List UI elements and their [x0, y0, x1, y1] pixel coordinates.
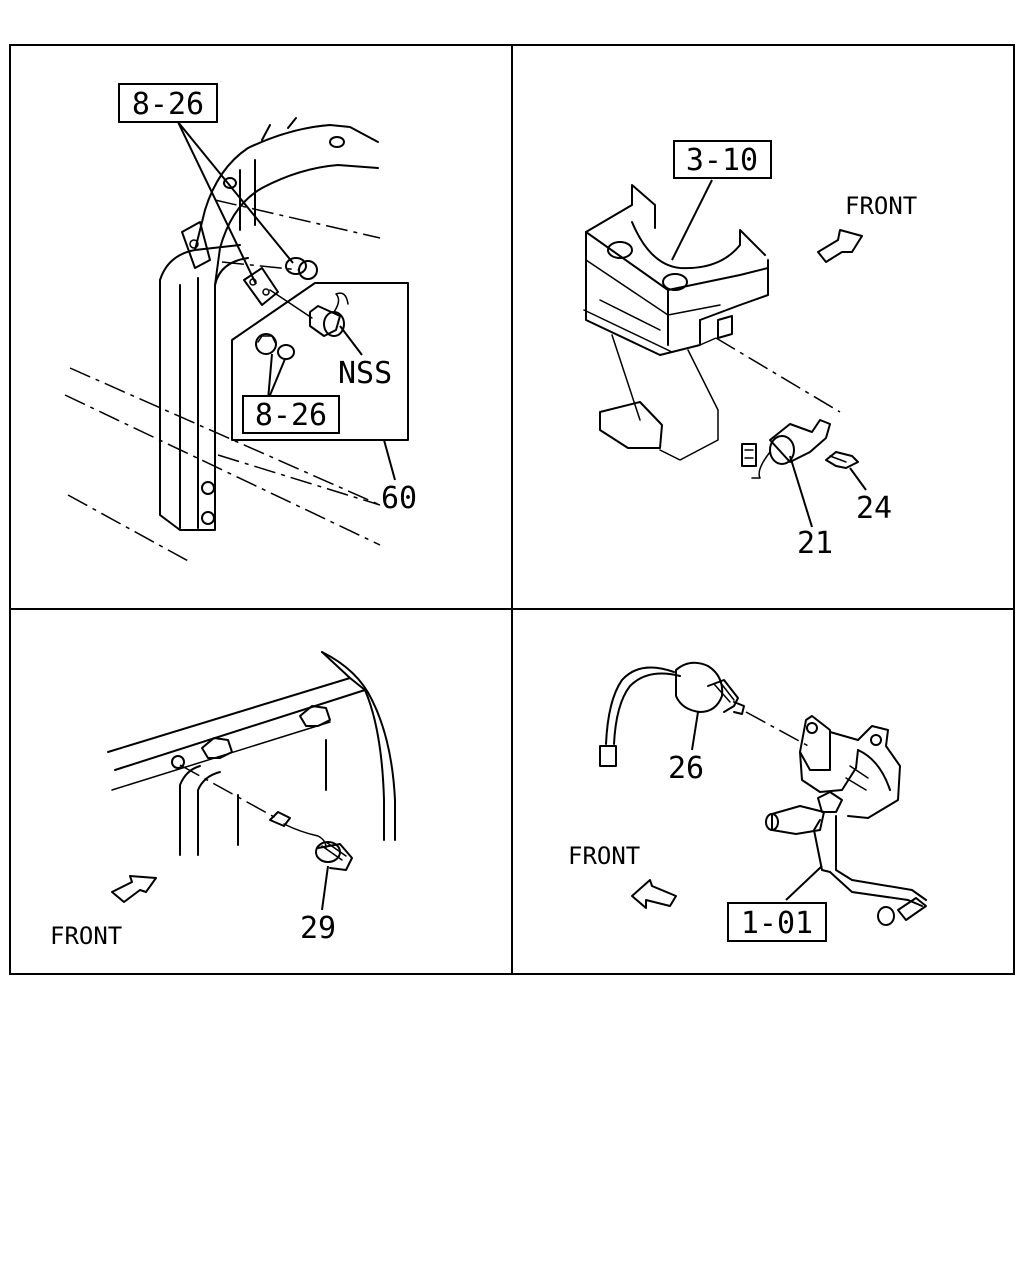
front-label-bottom-right: FRONT [568, 842, 640, 870]
panel-top-left: 8-26 8-26 NSS 60 [64, 83, 417, 563]
callout-box-60 [231, 282, 409, 441]
switch-bracket [221, 261, 301, 306]
cab-structure [107, 651, 396, 856]
front-arrow-bottom-left [111, 875, 157, 903]
diagram-frame [9, 44, 1015, 975]
brake-switch-21 [741, 419, 831, 479]
ref-label-8-26-top: 8-26 [132, 87, 204, 122]
part-label-21: 21 [797, 526, 833, 561]
ref-label-8-26-bottom: 8-26 [255, 398, 327, 433]
leader-lines-top-left [177, 121, 396, 481]
ref-box-8-26-top: 8-26 [118, 83, 218, 123]
part-label-29: 29 [300, 911, 336, 946]
nut-upper [285, 257, 318, 280]
part-label-nss: NSS [338, 356, 392, 391]
panel-bottom-right: 26 FRONT 1-01 [568, 661, 927, 942]
pedal-bracket [583, 184, 769, 461]
sensor-26 [599, 661, 745, 767]
ref-box-1-01: 1-01 [727, 902, 827, 942]
front-label-bottom-left: FRONT [50, 922, 122, 950]
ref-label-3-10: 3-10 [686, 143, 758, 178]
part-label-60: 60 [381, 481, 417, 516]
front-arrow-top-right [817, 229, 863, 263]
nut-lower [255, 333, 295, 360]
ref-box-8-26-bottom: 8-26 [242, 395, 340, 434]
panel-top-right: 3-10 FRONT 21 24 [583, 140, 917, 561]
sensor-29 [269, 811, 353, 871]
ref-box-3-10: 3-10 [673, 140, 772, 179]
part-label-26: 26 [668, 751, 704, 786]
ref-label-1-01: 1-01 [741, 906, 813, 941]
panel-bottom-left: 29 FRONT [50, 651, 396, 950]
front-arrow-bottom-right [631, 879, 677, 909]
part-label-24: 24 [856, 491, 892, 526]
frame-pillar [159, 117, 379, 531]
pedal-assembly-1-01 [765, 715, 927, 926]
front-label-top-right: FRONT [845, 192, 917, 220]
neutral-safety-switch [269, 289, 349, 337]
clip-24 [825, 451, 859, 469]
